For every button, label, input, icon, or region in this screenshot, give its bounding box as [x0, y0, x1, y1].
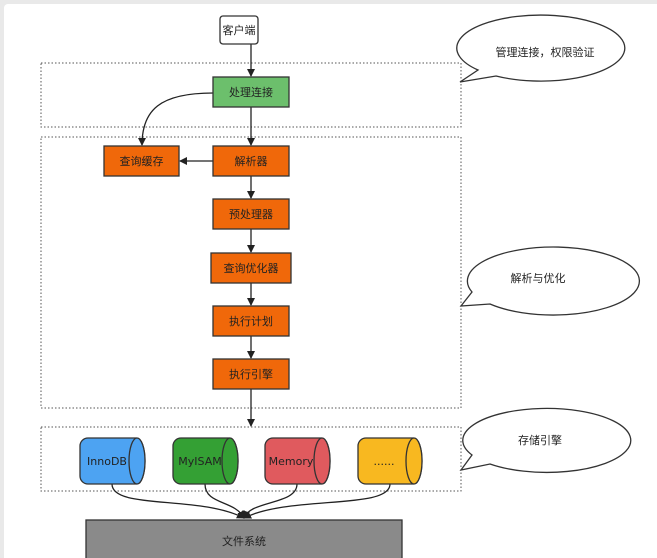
svg-text:预处理器: 预处理器	[229, 208, 273, 221]
svg-text:查询优化器: 查询优化器	[224, 261, 279, 275]
preprocessor-node: 预处理器	[212, 198, 290, 230]
svg-text:客户端: 客户端	[223, 23, 256, 37]
svg-text:处理连接: 处理连接	[229, 86, 273, 99]
connection-node: 处理连接	[212, 76, 290, 108]
engine-node: 执行引擎	[212, 358, 290, 390]
svg-text:MyISAM: MyISAM	[178, 455, 221, 468]
engine-myisam: MyISAM	[172, 437, 239, 485]
optimizer-node: 查询优化器	[210, 252, 292, 284]
svg-text:管理连接，权限验证: 管理连接，权限验证	[496, 45, 595, 59]
parser-node: 解析器	[212, 145, 290, 177]
svg-text:解析与优化: 解析与优化	[511, 271, 566, 285]
svg-text:存储引擎: 存储引擎	[518, 433, 562, 447]
storage-layer	[40, 426, 462, 492]
filesystem-node: 文件系统	[85, 519, 403, 558]
svg-text:执行计划: 执行计划	[229, 314, 273, 328]
engine-other: ......	[357, 437, 423, 485]
svg-text:查询缓存: 查询缓存	[120, 154, 164, 168]
callout-parse: 解析与优化	[459, 246, 641, 316]
svg-text:文件系统: 文件系统	[222, 534, 266, 548]
plan-node: 执行计划	[212, 305, 290, 337]
cache-node: 查询缓存	[103, 145, 180, 177]
svg-text:......: ......	[374, 455, 395, 468]
svg-text:InnoDB: InnoDB	[87, 455, 127, 468]
svg-text:解析器: 解析器	[235, 154, 268, 168]
edges	[111, 44, 391, 519]
client-node: 客户端	[219, 15, 259, 45]
svg-text:执行引擎: 执行引擎	[229, 367, 273, 381]
engine-innodb: InnoDB	[79, 437, 146, 485]
svg-text:Memory: Memory	[269, 455, 314, 468]
callout-connection: 管理连接，权限验证	[456, 14, 626, 83]
engine-memory: Memory	[264, 437, 331, 485]
callout-storage: 存储引擎	[459, 407, 632, 474]
